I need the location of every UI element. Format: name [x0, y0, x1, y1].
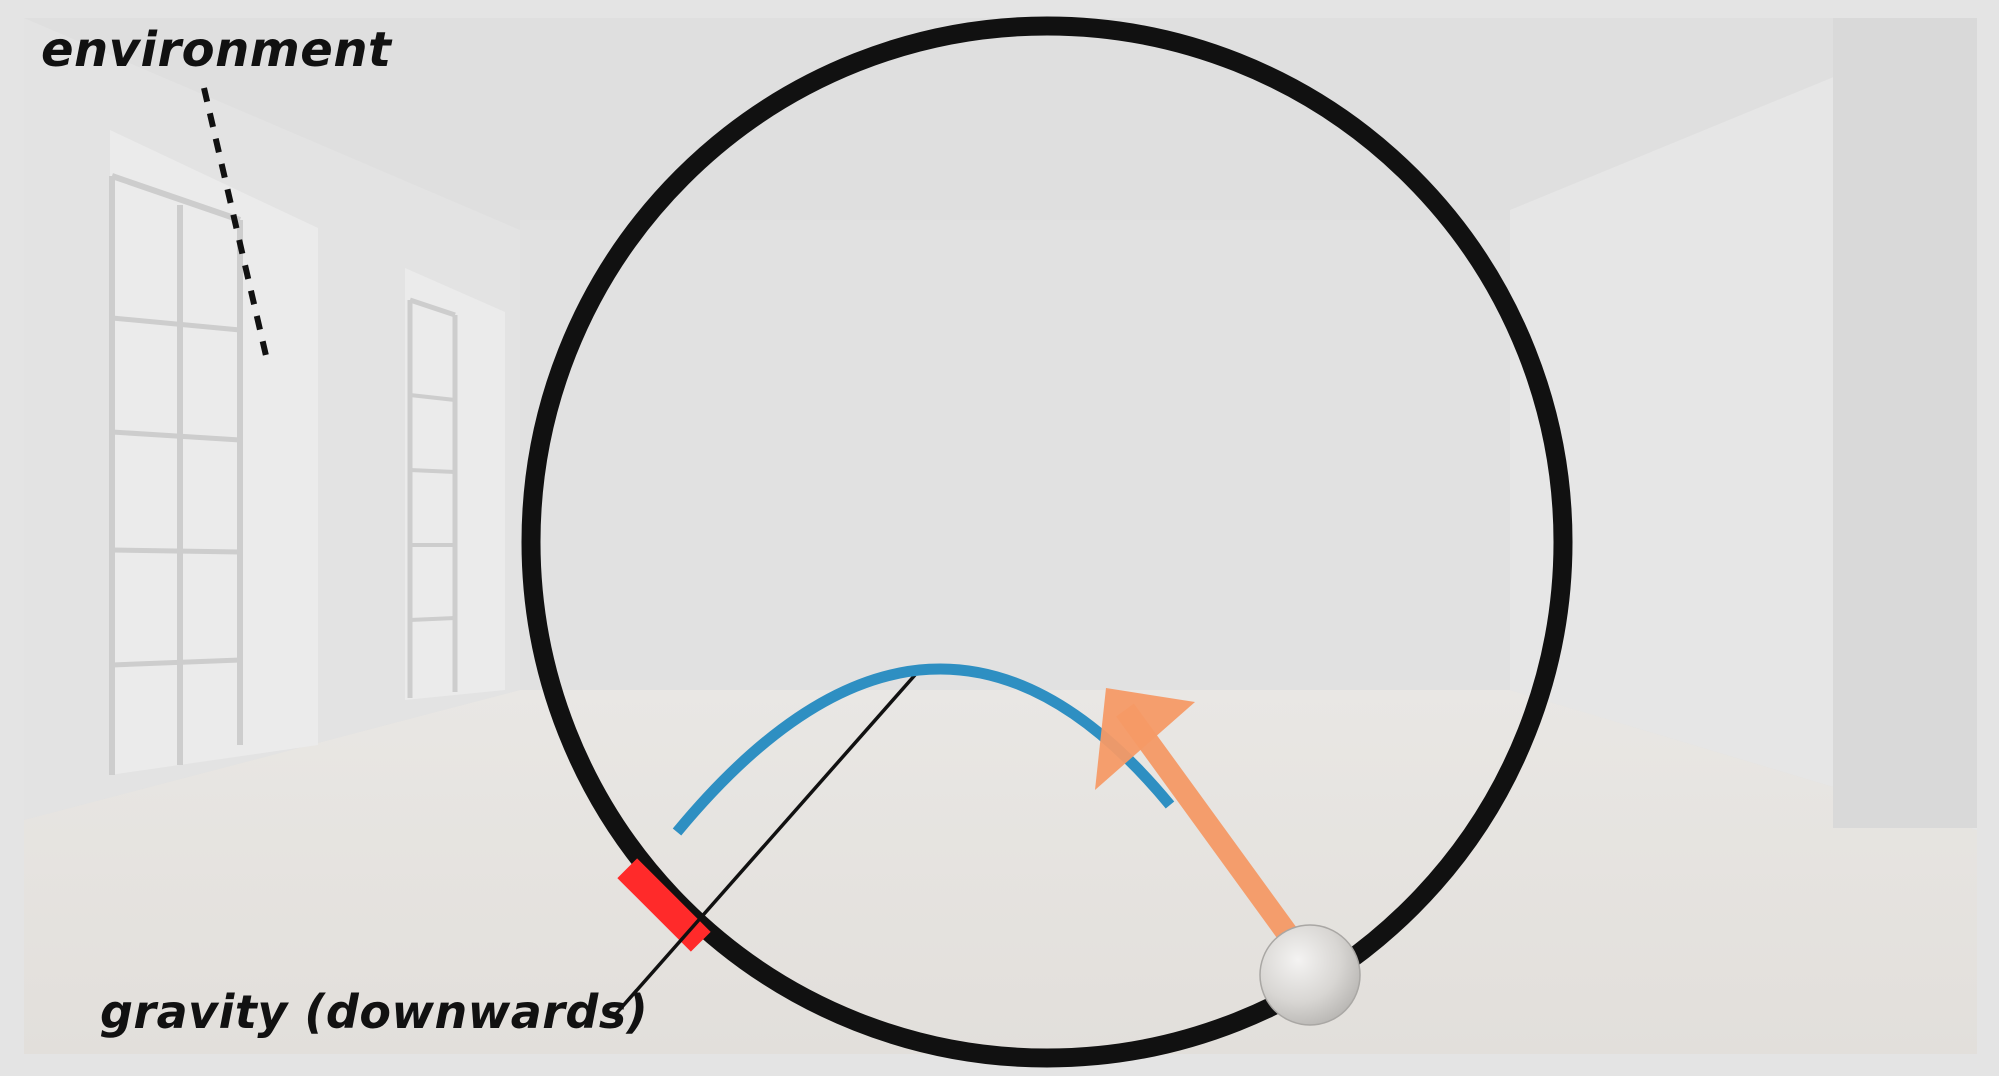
environment-leader-line — [201, 87, 270, 361]
environment-label: environment — [41, 22, 392, 78]
boundary-ring — [521, 16, 1573, 1068]
right-pillar — [1833, 18, 1977, 828]
gravity-label: gravity (downwards) — [100, 985, 649, 1039]
gravity-marker-bar — [617, 858, 711, 952]
window-right — [405, 268, 505, 700]
floor — [24, 690, 1977, 1054]
back-wall — [520, 220, 1510, 690]
gravity-leader-line — [612, 673, 917, 1018]
ball — [1259, 924, 1361, 1026]
window-left — [109, 130, 318, 775]
velocity-arrow — [1095, 688, 1301, 947]
